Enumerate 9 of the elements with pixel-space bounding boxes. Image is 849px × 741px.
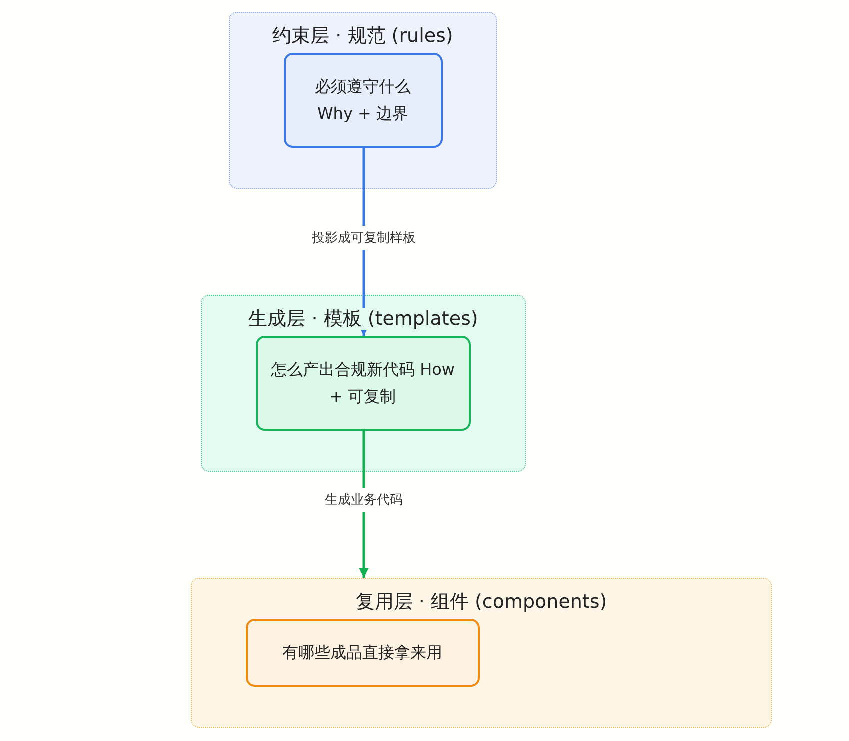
layer-panel: [229, 12, 497, 189]
process-box: [246, 618, 480, 686]
box-text: 怎么产出合规新代码 How + 可复制: [270, 359, 456, 408]
box-text: 必须遵守什么 Why + 边界: [314, 76, 412, 125]
process-box: [284, 52, 442, 148]
process-box: [256, 336, 470, 430]
box-text: 有哪些成品直接拿来用: [282, 642, 444, 664]
layer-panel: [201, 295, 526, 472]
layer-panel: [191, 578, 772, 728]
